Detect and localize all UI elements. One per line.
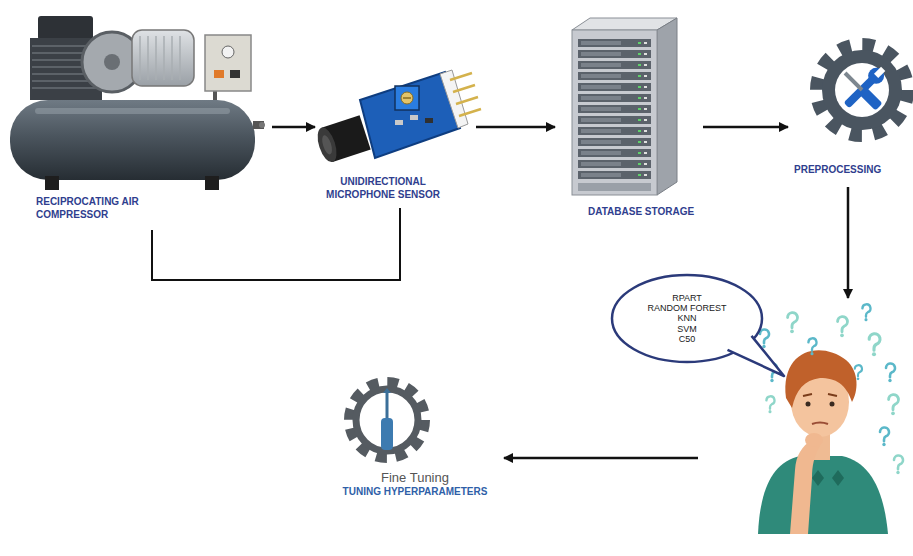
thinking-person-picture-part [869, 334, 880, 356]
air-compressor-picture-part [38, 16, 93, 40]
air-compressor-picture-part [259, 122, 265, 128]
flow-arrow [272, 126, 315, 129]
thinking-person-picture-part [838, 317, 848, 338]
microphone-sensor-picture-part [403, 97, 411, 99]
thinking-person-picture-part [889, 395, 899, 416]
speech-bubble-part [728, 336, 785, 376]
preprocessing-gear-icon-part-part [874, 67, 885, 78]
server-picture-part [578, 38, 651, 181]
preprocessing-gear-icon-part [841, 63, 889, 111]
preprocessing-gear-icon-part-part [865, 65, 888, 88]
thinking-person-picture-part [758, 456, 888, 534]
microphone-sensor-picture [314, 70, 481, 164]
microphone-sensor-picture-part [395, 120, 403, 125]
server-picture [572, 18, 677, 195]
air-compressor-picture-part [205, 176, 219, 190]
air-compressor-picture-part [132, 30, 194, 86]
air-compressor-picture-part [222, 46, 234, 58]
speech-bubble [606, 269, 796, 386]
thinking-person-picture-part [766, 396, 774, 413]
server-picture-part [572, 30, 657, 195]
server-picture-part [578, 183, 651, 191]
microphone-sensor-picture-part [395, 86, 419, 110]
air-compressor-picture-part [35, 108, 230, 114]
model-name: RPART [672, 293, 702, 303]
feedback-line [152, 208, 400, 280]
microphone-sensor-picture-part-part [320, 134, 334, 155]
fine-tuning-gear-icon-part [349, 382, 425, 458]
fine-tuning-gear-icon-part [383, 388, 391, 393]
fine-tuning-gear-icon [349, 382, 425, 458]
thinking-person-picture-part [812, 423, 828, 425]
thinking-person-picture-part [805, 433, 823, 447]
server-picture-part [657, 18, 677, 195]
node-label: DATABASE STORAGE [588, 206, 698, 219]
thinking-person-picture [758, 304, 903, 534]
node-title: Fine Tuning [330, 470, 500, 486]
preprocessing-gear-icon-part [841, 69, 882, 110]
thinking-person-picture-part [886, 363, 895, 382]
thinking-person-picture-part [830, 402, 835, 407]
thinking-person-picture-part [788, 313, 798, 334]
air-compressor-picture-part [205, 35, 251, 91]
thinking-person-picture-part [760, 329, 769, 348]
microphone-sensor-picture-part-part [314, 125, 340, 164]
fine-tuning-gear-icon-part [381, 418, 393, 450]
microphone-sensor-picture-part [410, 115, 418, 120]
preprocessing-gear-icon-part [835, 63, 889, 117]
preprocessing-gear-icon-part [822, 50, 902, 130]
node-label: PREPROCESSING [794, 164, 906, 177]
air-compressor-picture-part [140, 36, 180, 80]
fine-tuning-gear-icon-part [356, 389, 418, 451]
preprocessing-node: PREPROCESSING [790, 25, 910, 185]
thinking-person-picture-part [894, 455, 903, 474]
flow-arrow [703, 126, 788, 129]
node-label: RECIPROCATING AIR COMPRESSOR [36, 196, 158, 221]
flow-arrow [504, 457, 698, 460]
thinking-person-picture-part [855, 365, 862, 380]
preprocessing-gear-icon-part [817, 45, 907, 135]
air-compressor-picture-part [253, 121, 264, 129]
microphone-sensor-picture-part [425, 118, 433, 123]
microphone-sensor-picture-part [450, 73, 481, 116]
storage-node: DATABASE STORAGE [558, 15, 700, 227]
flow-arrow [476, 126, 555, 129]
microphone-sensor-picture-part [314, 115, 371, 164]
thinking-person-picture-part [808, 338, 816, 355]
thinking-person-picture-part [812, 470, 844, 486]
thinking-person-picture-part [806, 402, 811, 407]
thinking-person-picture-part [862, 304, 870, 321]
model-name: SVM [677, 324, 697, 334]
air-compressor-picture-part [104, 54, 120, 70]
air-compressor-picture-part [45, 176, 59, 190]
flow-arrow [847, 187, 850, 298]
model-name: RANDOM FOREST [647, 303, 726, 313]
compressor-node: RECIPROCATING AIR COMPRESSOR [0, 0, 268, 230]
fine-tuning-node: Fine TuningTUNING HYPERPARAMETERS [330, 372, 502, 502]
air-compressor-picture-part [214, 70, 224, 78]
bubble-text-stack: RPARTRANDOM FORESTKNNSVMC50 [612, 275, 762, 362]
air-compressor-picture-part [230, 70, 240, 78]
node-label: TUNING HYPERPARAMETERS [330, 486, 500, 498]
air-compressor-picture [10, 16, 265, 190]
model-name: KNN [677, 313, 696, 323]
thinking-person-picture-part [803, 394, 837, 396]
model-name: C50 [679, 334, 696, 344]
preprocessing-gear-icon [817, 45, 907, 135]
node-label: UNIDIRECTIONAL MICROPHONE SENSOR [318, 176, 448, 201]
thinking-person-picture-part [880, 427, 889, 446]
model-choice-node: RPARTRANDOM FORESTKNNSVMC50 [700, 300, 908, 532]
preprocessing-gear-icon-part-part [844, 72, 865, 93]
air-compressor-picture-part [10, 100, 255, 180]
preprocessing-gear-icon-part-part [858, 86, 882, 110]
thinking-person-picture-part [790, 440, 820, 534]
sensor-node: UNIDIRECTIONAL MICROPHONE SENSOR [318, 58, 473, 208]
thinking-person-picture-part [785, 350, 856, 408]
microphone-sensor-picture-part [401, 92, 413, 104]
fine-tuning-gear-icon-part [386, 393, 389, 420]
